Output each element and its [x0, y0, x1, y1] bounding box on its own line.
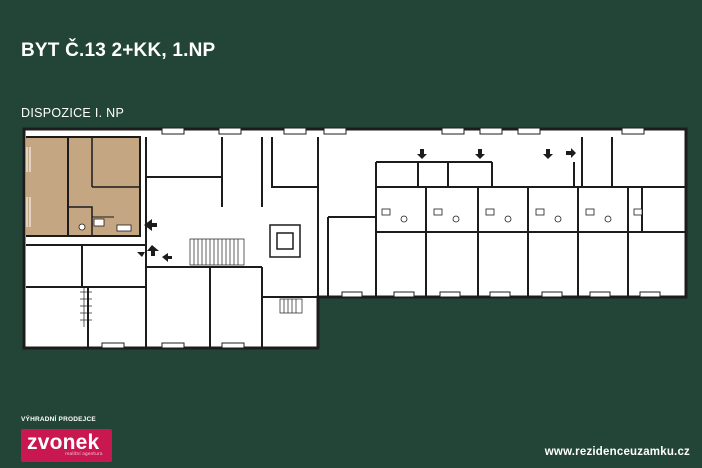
- small-staircase: [279, 298, 303, 314]
- website-link[interactable]: www.rezidenceuzamku.cz: [544, 446, 690, 458]
- apartment-13-fixtures: [78, 218, 132, 232]
- staircase-icon: [189, 238, 245, 266]
- apartment-13-windows: [26, 147, 31, 227]
- apartment-13-walls: [26, 136, 141, 237]
- logo-tagline: realitní agentura: [65, 452, 103, 457]
- right-rooms: [376, 137, 686, 297]
- logo-text: zvonek: [27, 431, 100, 454]
- floor-plan-drawing: [22, 127, 688, 350]
- top-windows: [161, 127, 645, 135]
- middle-walls: [271, 137, 686, 297]
- zvonek-logo[interactable]: zvonek realitní agentura: [21, 429, 112, 462]
- bathroom-fixtures: [381, 208, 643, 223]
- agent-label: VÝHRADNÍ PRODEJCE: [21, 416, 96, 423]
- bottom-windows: [101, 291, 661, 349]
- stairwell: [269, 224, 301, 258]
- page-title: BYT Č.13 2+KK, 1.NP: [21, 40, 216, 61]
- left-staircase: [80, 287, 92, 327]
- floor-label: DISPOZICE I. NP: [21, 106, 125, 120]
- floor-plan[interactable]: [22, 127, 688, 350]
- entrance-arrow-icon: [137, 148, 576, 262]
